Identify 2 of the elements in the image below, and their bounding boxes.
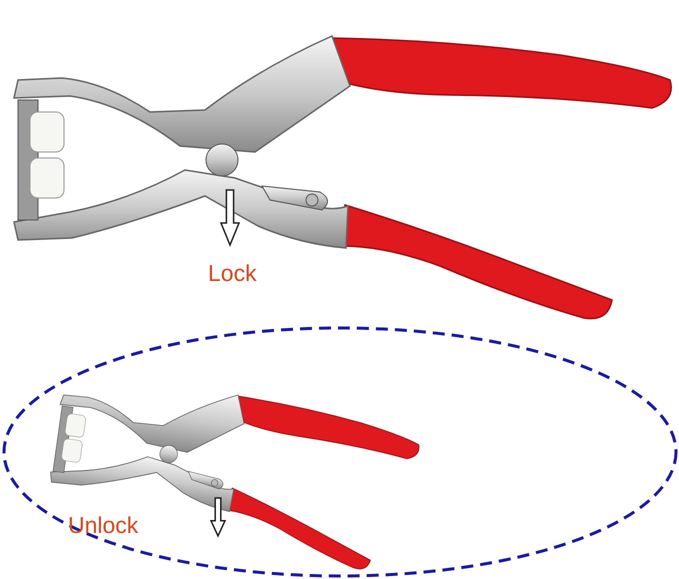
callout-text: Unlock (68, 514, 138, 537)
callout-text: Lock (208, 262, 257, 285)
